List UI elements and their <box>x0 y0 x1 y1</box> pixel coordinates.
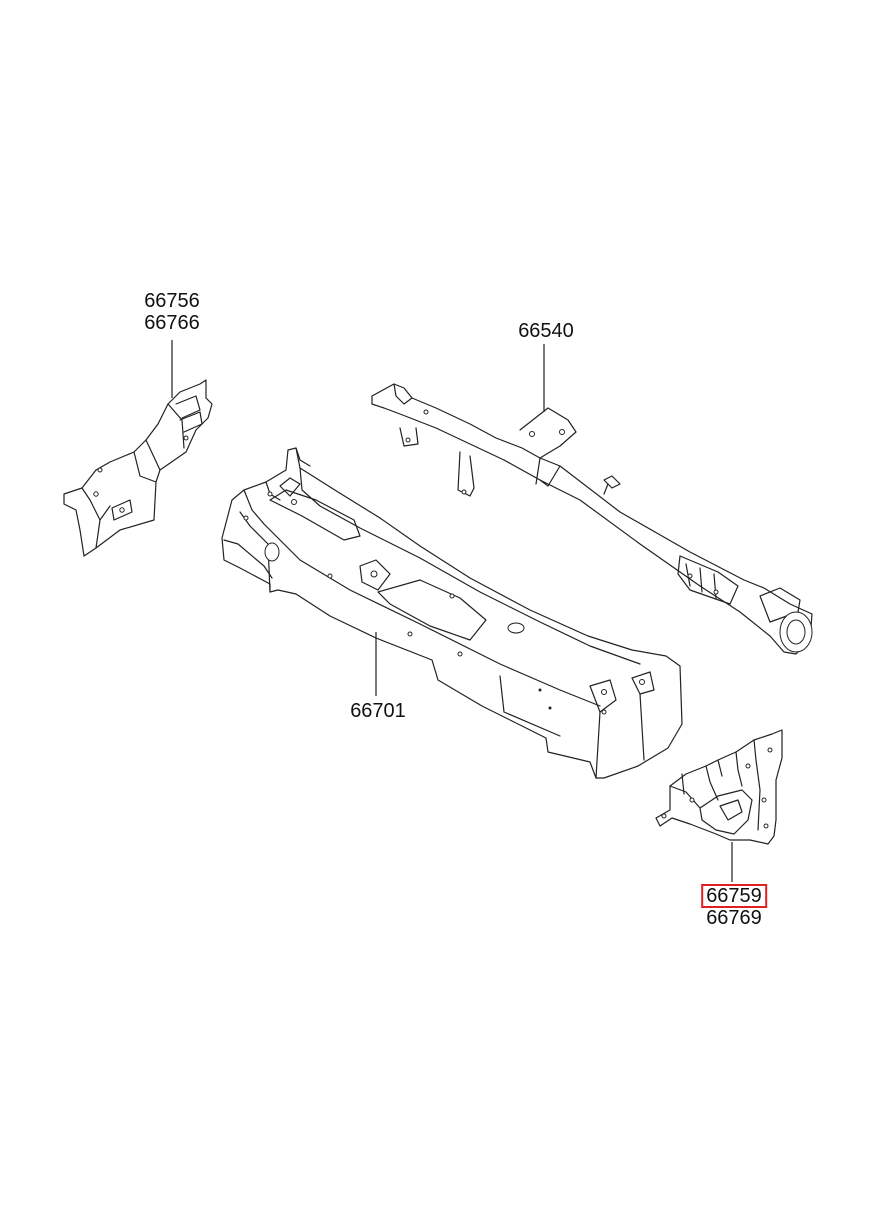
label-66759-highlighted[interactable]: 66759 <box>701 884 767 908</box>
label-66756[interactable]: 66756 <box>144 290 200 312</box>
cross-member-drawing[interactable] <box>371 344 813 655</box>
cowl-panel-drawing[interactable] <box>221 447 683 779</box>
bracket-left-drawing[interactable] <box>63 340 213 557</box>
label-66701[interactable]: 66701 <box>350 700 406 722</box>
label-66769[interactable]: 66769 <box>706 907 762 929</box>
label-66766[interactable]: 66766 <box>144 312 200 334</box>
label-66540[interactable]: 66540 <box>518 320 574 342</box>
bracket-right-drawing[interactable] <box>655 729 783 882</box>
